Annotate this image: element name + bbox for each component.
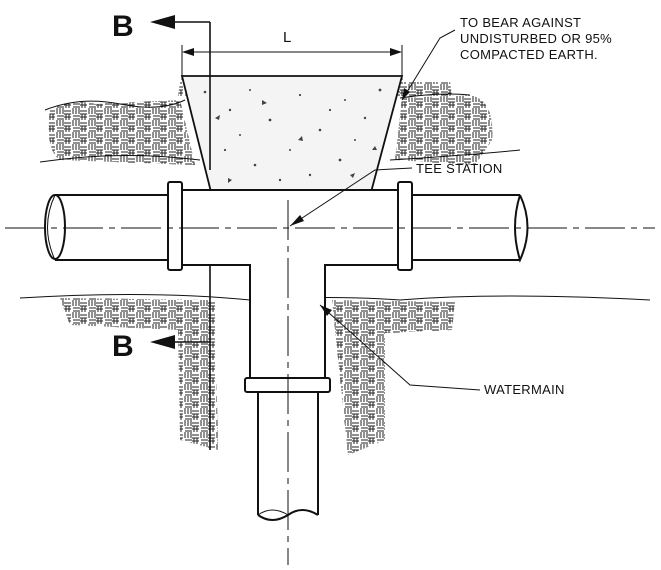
section-line-top xyxy=(150,15,211,170)
note-leader xyxy=(401,29,456,101)
main-pipe-right xyxy=(410,194,529,263)
note-line-3: COMPACTED EARTH. xyxy=(460,47,598,62)
tee-station-leader xyxy=(289,167,413,227)
flange-right xyxy=(397,181,413,271)
main-pipe-left xyxy=(44,194,171,261)
watermain-label: WATERMAIN xyxy=(484,382,565,397)
watermain-leader xyxy=(319,304,481,391)
note-line-1: TO BEAR AGAINST xyxy=(460,15,581,30)
dimension-label: L xyxy=(283,29,291,46)
ground-line-upper xyxy=(39,149,521,163)
tee-station-label: TEE STATION xyxy=(416,161,503,176)
dimension-line-l xyxy=(181,45,403,80)
earth-lower-right xyxy=(332,300,455,455)
ground-line-lower xyxy=(19,293,651,301)
section-line-bottom xyxy=(150,265,211,450)
note-line-2: UNDISTURBED OR 95% xyxy=(460,31,612,46)
section-marker-top: B xyxy=(112,10,134,43)
section-marker-bottom: B xyxy=(112,330,134,363)
earth-upper-left xyxy=(44,99,195,165)
earth-upper-right xyxy=(395,93,493,165)
flange-left xyxy=(167,181,183,271)
earth-lower-left xyxy=(60,298,218,450)
concrete-thrust-block xyxy=(180,75,404,197)
